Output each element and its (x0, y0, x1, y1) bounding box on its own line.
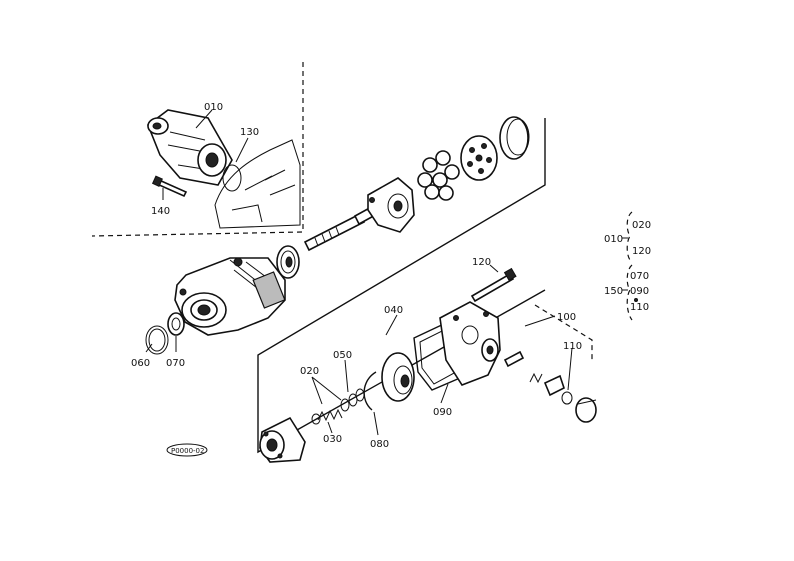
label-020: 020 (300, 366, 319, 377)
assembly-legend: 010 020 120 150 070 090 110 (604, 211, 651, 321)
drawing-tag-text: P0000-02 (171, 447, 204, 455)
relief-valve-group (503, 350, 597, 423)
spring-030 (311, 408, 343, 425)
valve-plate-part (460, 135, 498, 181)
label-040: 040 (384, 305, 403, 316)
label-030: 030 (323, 434, 342, 445)
label-060: 060 (131, 358, 150, 369)
legend-150: 150 (604, 286, 623, 297)
swash-plate-part (367, 177, 415, 233)
legend-110: 110 (630, 302, 649, 313)
leader-lines (145, 109, 593, 436)
bolt-120 (470, 267, 517, 303)
legend-120: 120 (632, 246, 651, 257)
piston-set-part (417, 150, 460, 201)
end-cover-part (439, 301, 501, 386)
thrust-disc-part (381, 352, 415, 402)
seal-ring-060 (145, 325, 169, 355)
inset-frame (91, 62, 304, 237)
legend-020: 020 (632, 220, 651, 231)
label-010: 010 (204, 102, 223, 113)
assembly-frame (257, 118, 546, 454)
main-housing (174, 257, 286, 336)
gear-rotor-part (259, 416, 306, 463)
label-110: 110 (563, 341, 582, 352)
oil-seal-070 (167, 312, 185, 336)
label-120: 120 (472, 257, 491, 268)
legend-010: 010 (604, 234, 623, 245)
pump-in-mount-drawing (147, 109, 301, 229)
label-050: 050 (333, 350, 352, 361)
rings-020-050 (340, 388, 365, 412)
drawing-tag: P0000-02 (166, 443, 208, 457)
label-070: 070 (166, 358, 185, 369)
bearing-part (276, 245, 300, 279)
circlip-080 (363, 371, 377, 411)
drive-shaft-part (303, 203, 381, 252)
label-080: 080 (370, 439, 389, 450)
label-130: 130 (240, 127, 259, 138)
legend-070: 070 (630, 271, 649, 282)
cylinder-ring-part (499, 116, 530, 160)
legend-090: 090 (630, 286, 649, 297)
label-140: 140 (151, 206, 170, 217)
label-090: 090 (433, 407, 452, 418)
label-100: 100 (557, 312, 576, 323)
